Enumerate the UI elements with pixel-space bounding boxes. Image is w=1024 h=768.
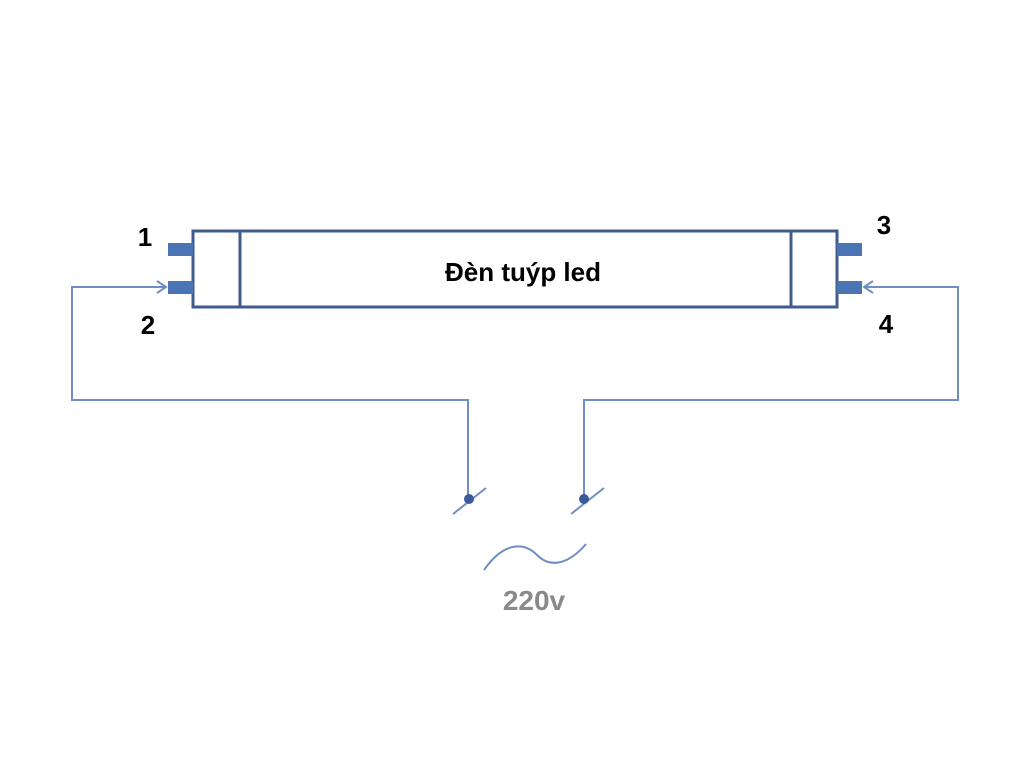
pin-2 xyxy=(168,281,193,294)
pin-label-3: 3 xyxy=(877,210,891,240)
led-tube: Đèn tuýp led xyxy=(191,229,839,309)
right-wire xyxy=(583,286,959,498)
pin-4 xyxy=(837,281,862,294)
left-wire-arrowhead xyxy=(156,280,168,294)
pin-label-4: 4 xyxy=(879,309,894,339)
right-contact-dot xyxy=(579,494,589,504)
left-wire xyxy=(71,286,469,498)
pin-label-2: 2 xyxy=(141,310,155,340)
left-contact-dot xyxy=(464,494,474,504)
wiring xyxy=(71,280,959,515)
pin-1 xyxy=(168,243,193,256)
voltage-label: 220v xyxy=(503,585,566,616)
tube-label: Đèn tuýp led xyxy=(445,257,601,287)
right-wire-arrowhead xyxy=(862,280,874,294)
pin-label-1: 1 xyxy=(138,222,152,252)
tube-pins xyxy=(168,243,862,294)
ac-sine-wave-icon xyxy=(483,543,587,571)
pin-3 xyxy=(837,243,862,256)
tube-body xyxy=(191,229,839,309)
